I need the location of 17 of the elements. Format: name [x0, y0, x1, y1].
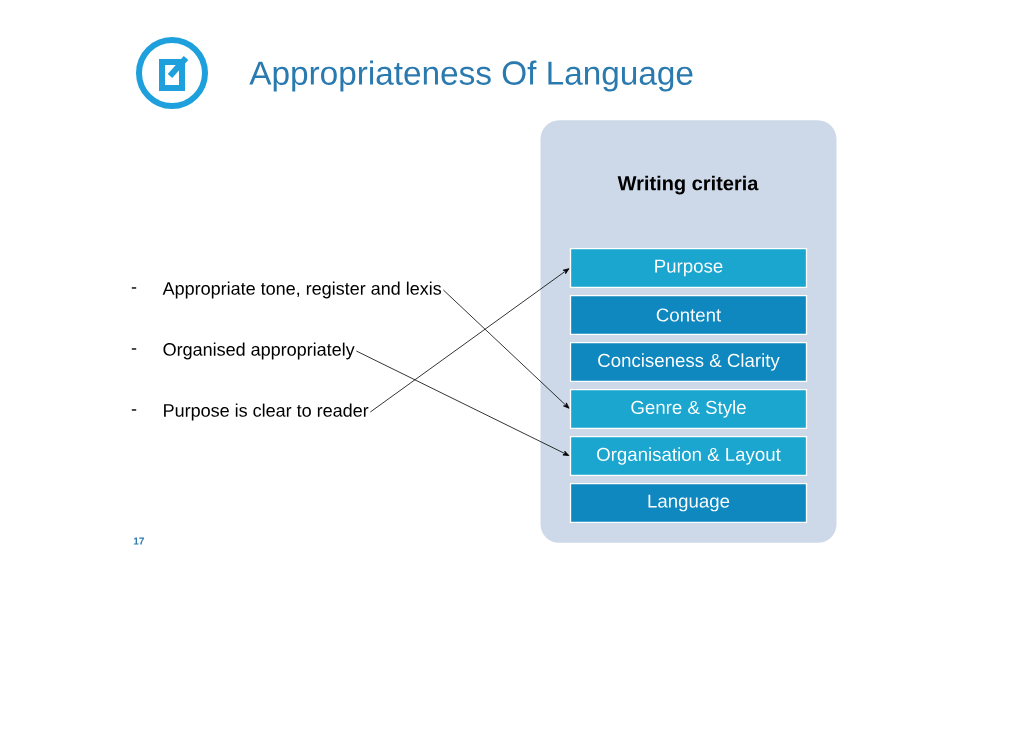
page-number: 17	[133, 537, 144, 545]
arrow	[369, 268, 570, 413]
bullet-dash: -	[131, 348, 137, 350]
bullet-dash: -	[131, 287, 137, 289]
criterion-box: Conciseness & Clarity	[569, 342, 808, 382]
bullet-dash: -	[131, 409, 137, 411]
criterion-box: Organisation & Layout	[569, 436, 808, 476]
bullet-text: Organised appropriately	[163, 342, 355, 360]
criterion-box: Language	[569, 483, 808, 523]
slide-title: Appropriateness Of Language	[249, 60, 693, 92]
arrow	[442, 289, 570, 409]
criterion-box: Purpose	[569, 248, 808, 288]
criterion-box: Content	[569, 295, 808, 335]
criterion-box: Genre & Style	[569, 389, 808, 429]
bullet-text: Purpose is clear to reader	[164, 403, 369, 421]
bullet-text: Appropriate tone, register and lexis	[162, 281, 442, 299]
arrow	[355, 350, 570, 456]
